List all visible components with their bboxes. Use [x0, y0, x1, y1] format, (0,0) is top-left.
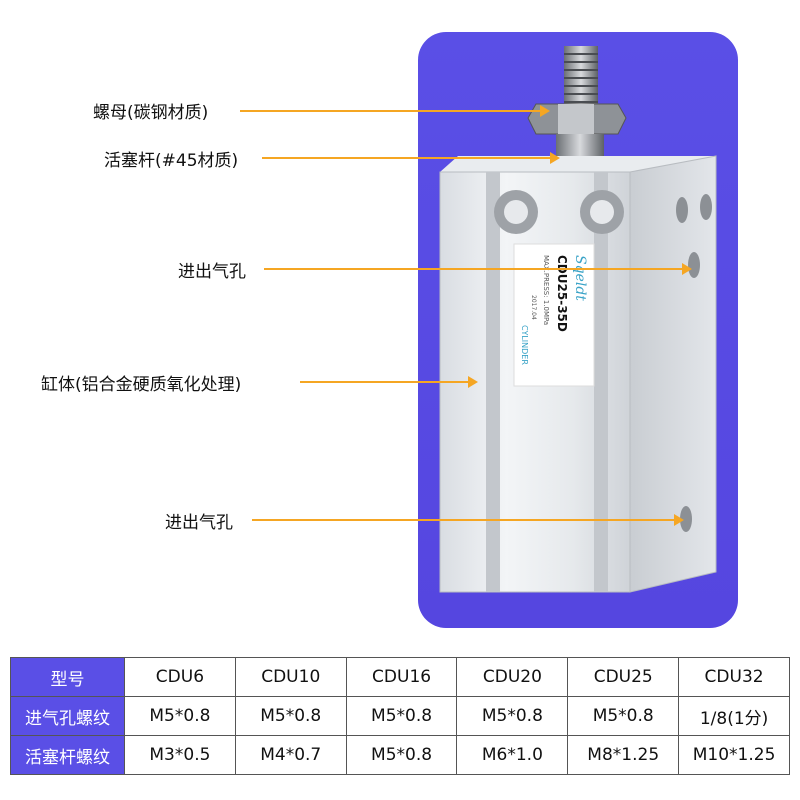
table-cell: M5*0.8 [124, 696, 236, 736]
product-label [513, 243, 595, 387]
table-header-cell: CDU32 [678, 657, 790, 697]
table-header-cell: CDU16 [345, 657, 458, 697]
product-illustration-area: Sqeldt CDU25-35D MAX.PRESS: 1.0MPa 2017.… [41, 32, 738, 628]
arrow-icon [550, 152, 560, 164]
table-cell: M5*0.8 [234, 696, 347, 736]
callout-line-body [300, 381, 470, 383]
table-row-label: 活塞杆螺纹 [10, 735, 125, 775]
callout-label-air-port-lower: 进出气孔 [165, 513, 233, 533]
table-cell: M5*0.8 [345, 735, 458, 775]
callout-label-body: 缸体(铝合金硬质氧化处理) [41, 375, 242, 395]
table-cell: M10*1.25 [678, 735, 790, 775]
table-header-cell: CDU25 [567, 657, 680, 697]
table-cell: M5*0.8 [345, 696, 458, 736]
arrow-icon [674, 514, 684, 526]
table-row: 活塞杆螺纹 M3*0.5 M4*0.7 M5*0.8 M6*1.0 M8*1.2… [10, 735, 790, 775]
table-cell: M8*1.25 [567, 735, 680, 775]
callout-line-air-port-upper [264, 268, 684, 270]
table-header-cell: 型号 [10, 657, 125, 697]
table-row: 进气孔螺纹 M5*0.8 M5*0.8 M5*0.8 M5*0.8 M5*0.8… [10, 696, 790, 736]
table-header-cell: CDU20 [456, 657, 569, 697]
table-row-label: 进气孔螺纹 [10, 696, 125, 736]
arrow-icon [468, 376, 478, 388]
label-brand: Sqeldt [572, 255, 588, 301]
table-header-cell: CDU6 [124, 657, 236, 697]
table-cell: M6*1.0 [456, 735, 569, 775]
arrow-icon [540, 105, 550, 117]
label-model: CDU25-35D [555, 255, 569, 332]
cylinder-image: Sqeldt CDU25-35D MAX.PRESS: 1.0MPa 2017.… [439, 46, 717, 593]
label-date: 2017.04 [530, 295, 537, 320]
callout-label-air-port-upper: 进出气孔 [178, 262, 246, 282]
label-subtitle: CYLINDER [520, 325, 529, 365]
callout-label-nut: 螺母(碳钢材质) [93, 103, 209, 123]
callout-line-air-port-lower [252, 519, 676, 521]
label-max-press: MAX.PRESS: 1.0MPa [542, 255, 550, 325]
callout-line-nut [240, 110, 542, 112]
table-header-row: 型号 CDU6 CDU10 CDU16 CDU20 CDU25 CDU32 [10, 657, 790, 697]
table-cell: M5*0.8 [456, 696, 569, 736]
table-cell: M5*0.8 [567, 696, 680, 736]
table-cell: 1/8(1分) [678, 696, 790, 736]
table-cell: M4*0.7 [234, 735, 347, 775]
callout-label-piston-rod: 活塞杆(#45材质) [104, 151, 239, 171]
callout-line-piston-rod [262, 157, 552, 159]
spec-table: 型号 CDU6 CDU10 CDU16 CDU20 CDU25 CDU32 进气… [10, 657, 790, 775]
arrow-icon [682, 263, 692, 275]
table-cell: M3*0.5 [124, 735, 236, 775]
table-header-cell: CDU10 [234, 657, 347, 697]
